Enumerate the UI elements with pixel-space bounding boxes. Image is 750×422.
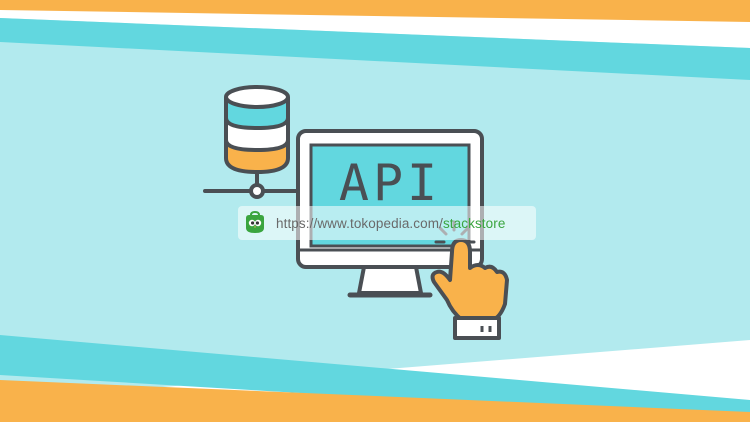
bottom-orange-band [0, 380, 750, 422]
pointing-hand-icon [430, 238, 509, 340]
api-label: API [339, 154, 441, 212]
url-text: https://www.tokopedia.com/stackstore [276, 216, 505, 231]
database-icon [224, 85, 290, 175]
url-highlight: stackstore [442, 215, 506, 231]
bottom-teal-stripe [0, 335, 750, 420]
tokopedia-owl-icon [242, 210, 268, 236]
network-node [249, 183, 265, 199]
url-prefix: https://www.tokopedia.com/ [276, 215, 443, 231]
top-teal-stripe [0, 18, 750, 80]
url-bar[interactable]: https://www.tokopedia.com/stackstore [238, 206, 536, 240]
top-orange-band [0, 0, 750, 22]
